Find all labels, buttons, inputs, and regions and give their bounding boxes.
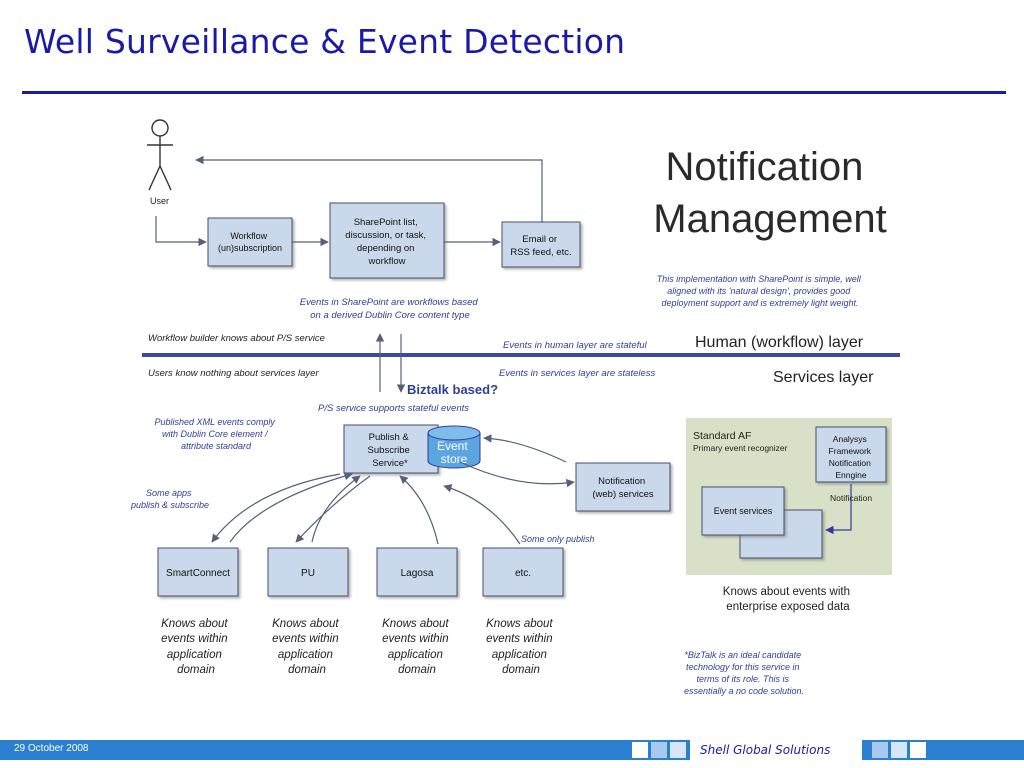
pu-to-pubsub-arrow xyxy=(311,475,361,543)
user-icon xyxy=(147,119,173,191)
af-subtitle: Primary event recognizer xyxy=(693,443,788,453)
title-rule xyxy=(22,91,1006,94)
af-title: Standard AF xyxy=(693,430,751,442)
footer-date: 29 October 2008 xyxy=(14,743,89,754)
workflow-builder-note: Workflow builder knows about P/S service xyxy=(148,333,325,344)
footer-square xyxy=(651,742,667,758)
sharepoint-note: Events in SharePoint are workflows based… xyxy=(300,297,481,321)
svg-text:Event services: Event services xyxy=(714,506,773,516)
footer-square xyxy=(910,742,926,758)
svg-text:SmartConnect: SmartConnect xyxy=(166,568,230,579)
slide-title: Well Surveillance & Event Detection xyxy=(24,22,626,61)
app-box-smartconnect: SmartConnect xyxy=(157,547,239,597)
notification-diagram: User Workflow (un)subscription SharePoin… xyxy=(130,119,900,696)
users-note: Users know nothing about services layer xyxy=(148,368,319,379)
event-store-icon: Event store xyxy=(427,425,481,469)
app-caption-lagosa: Knows about events within application do… xyxy=(382,618,452,676)
user-to-workflow-arrow xyxy=(155,216,207,247)
footer-square xyxy=(670,742,686,758)
pubsub-to-smartconnect-arrow xyxy=(211,473,341,543)
email-to-user-arrow xyxy=(195,155,543,224)
footer-brand: Shell Global Solutions xyxy=(690,740,862,760)
app-box-pu: PU xyxy=(267,547,349,597)
xml-note: Published XML events comply with Dublin … xyxy=(155,417,278,451)
services-stateless-note: Events in services layer are stateless xyxy=(499,368,656,379)
svg-text:Analysys Framework: Analysys Framework Notification Enngine xyxy=(829,434,874,480)
pubsub-to-pu-arrow xyxy=(295,475,371,543)
notification-label: Notification xyxy=(830,493,872,503)
standard-af-panel: Standard AF Primary event recognizer Ana… xyxy=(686,418,892,575)
svg-text:Lagosa: Lagosa xyxy=(401,568,434,579)
ps-note: P/S service supports stateful events xyxy=(318,403,469,414)
layer-divider xyxy=(142,353,900,357)
app-box-lagosa: Lagosa xyxy=(376,547,458,597)
app-caption-etc: Knows about events within application do… xyxy=(486,618,556,676)
pubsub-box: Publish & Subscribe Service* xyxy=(343,424,439,474)
notification-services-box: Notification (web) services xyxy=(575,462,671,512)
app-box-etc: etc. xyxy=(482,547,564,597)
svg-text:PU: PU xyxy=(301,568,315,579)
svg-text:Event store: Event store xyxy=(437,439,471,466)
footer-square xyxy=(872,742,888,758)
smartconnect-to-pubsub-arrow xyxy=(229,472,353,543)
implementation-note: This implementation with SharePoint is s… xyxy=(657,274,864,308)
some-apps-note: Some apps publish & subscribe xyxy=(130,488,209,510)
notification-arrow xyxy=(825,484,852,535)
footer-bar: 29 October 2008 Shell Global Solutions xyxy=(0,740,1024,760)
app-caption-smartconnect: Knows about events within application do… xyxy=(161,618,231,676)
pubsub-to-notification-arrow xyxy=(459,461,575,488)
etc-to-pubsub-arrow xyxy=(443,484,521,545)
svg-text:Email or RSS feed, etc.: Email or RSS feed, etc. xyxy=(510,234,571,258)
biztalk-label: Biztalk based? xyxy=(407,382,498,397)
email-box: Email or RSS feed, etc. xyxy=(501,221,581,268)
event-services-box: Event services xyxy=(701,486,785,536)
human-layer-label: Human (workflow) layer xyxy=(695,334,864,351)
human-stateful-note: Events in human layer are stateful xyxy=(503,340,648,351)
workflow-box: Workflow (un)subscription xyxy=(207,217,293,267)
sharepoint-box: SharePoint list, discussion, or task, de… xyxy=(329,202,445,279)
lagosa-to-pubsub-arrow xyxy=(399,475,439,545)
analysis-engine-box: Analysys Framework Notification Enngine xyxy=(815,426,887,483)
enterprise-note: Knows about events with enterprise expos… xyxy=(723,586,853,613)
biztalk-note: *BizTalk is an ideal candidate technolog… xyxy=(684,650,804,696)
svg-text:etc.: etc. xyxy=(515,568,531,579)
svg-text:Notification (web) servi: Notification (web) services xyxy=(592,476,653,500)
svg-text:SharePoint list, discuss: SharePoint list, discussion, or task, de… xyxy=(345,217,428,267)
footer-square xyxy=(891,742,907,758)
app-caption-pu: Knows about events within application do… xyxy=(272,618,342,676)
footer-square xyxy=(632,742,648,758)
services-layer-label: Services layer xyxy=(773,369,874,386)
notification-to-pubsub-arrow xyxy=(483,434,567,463)
footer-brand-text: Shell Global Solutions xyxy=(700,743,831,757)
svg-text:Workflow (un)subscriptio: Workflow (un)subscription xyxy=(218,231,282,253)
diagram-heading: Notification Management xyxy=(653,145,886,241)
some-only-note: Some only publish xyxy=(521,534,595,544)
svg-text:Publish & Subscribe: Publish & Subscribe Service* xyxy=(368,432,413,469)
user-label: User xyxy=(150,196,169,206)
